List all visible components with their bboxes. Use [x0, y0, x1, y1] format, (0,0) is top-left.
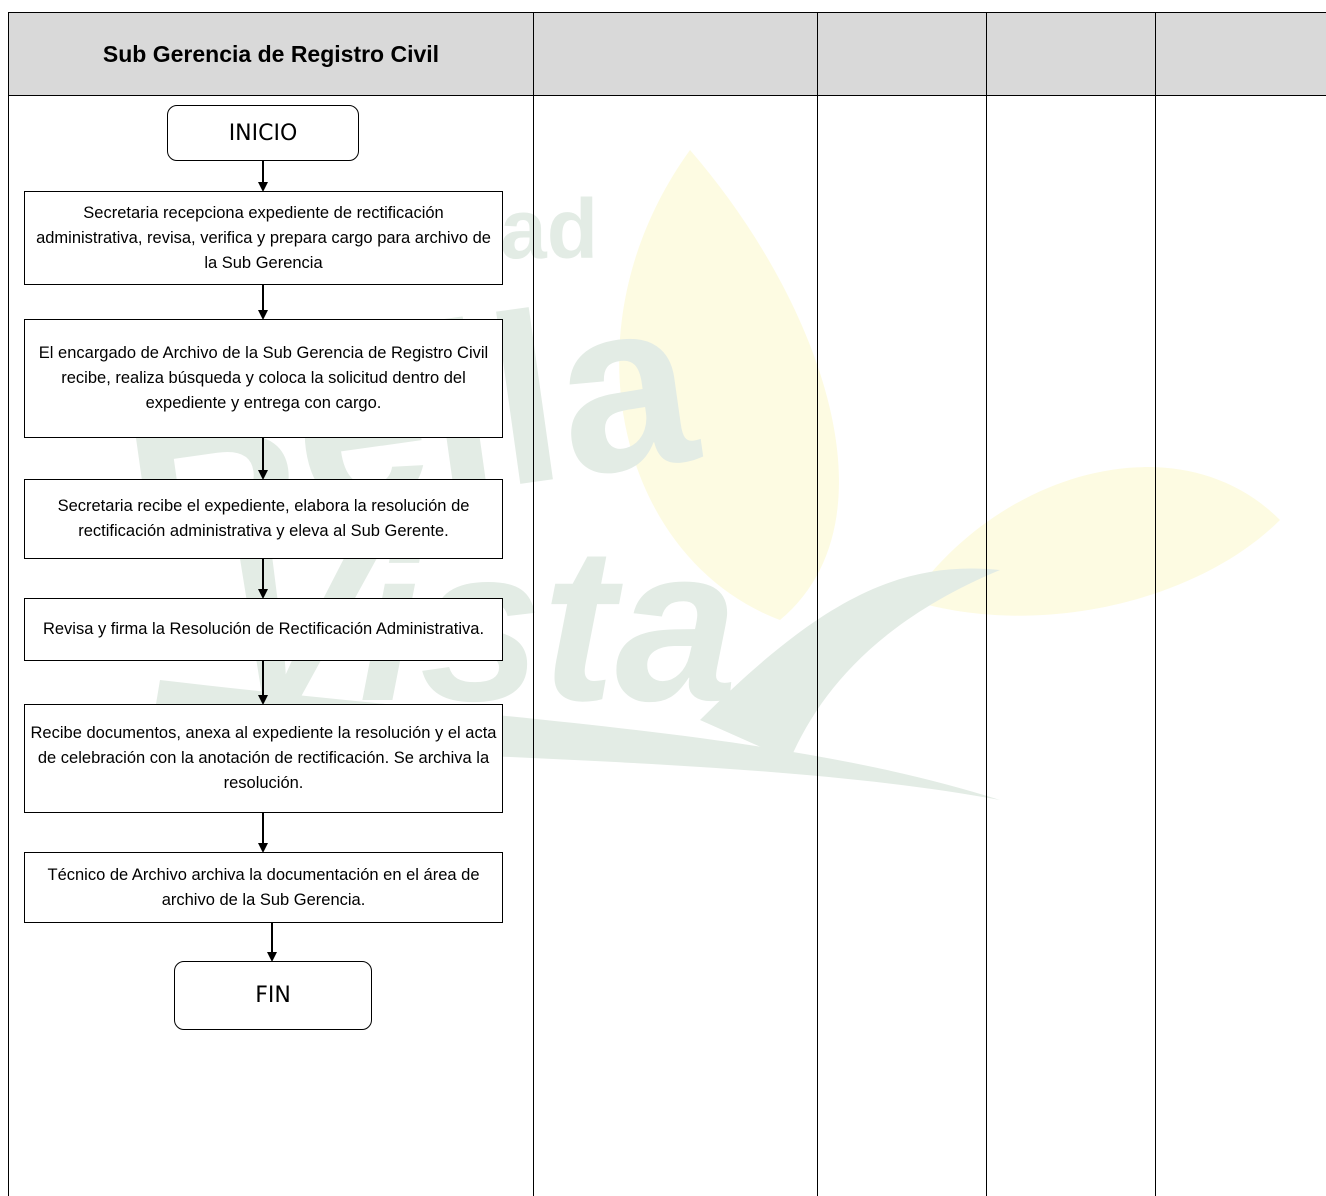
leaf-shape-yellow-right [910, 467, 1280, 616]
leaf-stroke-green [700, 568, 1000, 760]
process-step-text: Recibe documentos, anexa al expediente l… [30, 724, 497, 792]
start-label: INICIO [228, 120, 298, 146]
process-step: Recibe documentos, anexa al expediente l… [24, 704, 503, 813]
lane-header-4 [986, 12, 1156, 96]
end-label: FIN [255, 983, 291, 1008]
leaf-shape-yellow [619, 150, 839, 620]
lane-divider [986, 12, 987, 1196]
start-terminal: INICIO [167, 105, 359, 161]
process-step-text: Secretaria recibe el expediente, elabora… [57, 497, 470, 540]
lane-divider [533, 12, 534, 1196]
lane-title: Sub Gerencia de Registro Civil [102, 40, 440, 67]
lane-header-5 [1155, 12, 1326, 96]
lane-header-3 [817, 12, 987, 96]
process-step: Revisa y firma la Resolución de Rectific… [24, 598, 503, 661]
lane-divider [1155, 12, 1156, 1196]
process-step-text: Revisa y firma la Resolución de Rectific… [42, 620, 485, 638]
process-step-text: Secretaria recepciona expediente de rect… [36, 203, 491, 272]
lane-header-sub-gerencia: Sub Gerencia de Registro Civil [8, 12, 534, 96]
process-step: El encargado de Archivo de la Sub Gerenc… [24, 319, 503, 438]
process-step-text: Técnico de Archivo archiva la documentac… [47, 865, 480, 909]
process-step-text: El encargado de Archivo de la Sub Gerenc… [38, 344, 489, 412]
lane-divider [817, 12, 818, 1196]
lane-header-2 [533, 12, 818, 96]
process-step: Técnico de Archivo archiva la documentac… [24, 852, 503, 923]
lane-divider [8, 12, 9, 1196]
process-step: Secretaria recepciona expediente de rect… [24, 191, 503, 285]
watermark-fragment: ad [500, 182, 598, 276]
process-step: Secretaria recibe el expediente, elabora… [24, 479, 503, 559]
end-terminal: FIN [174, 961, 372, 1030]
